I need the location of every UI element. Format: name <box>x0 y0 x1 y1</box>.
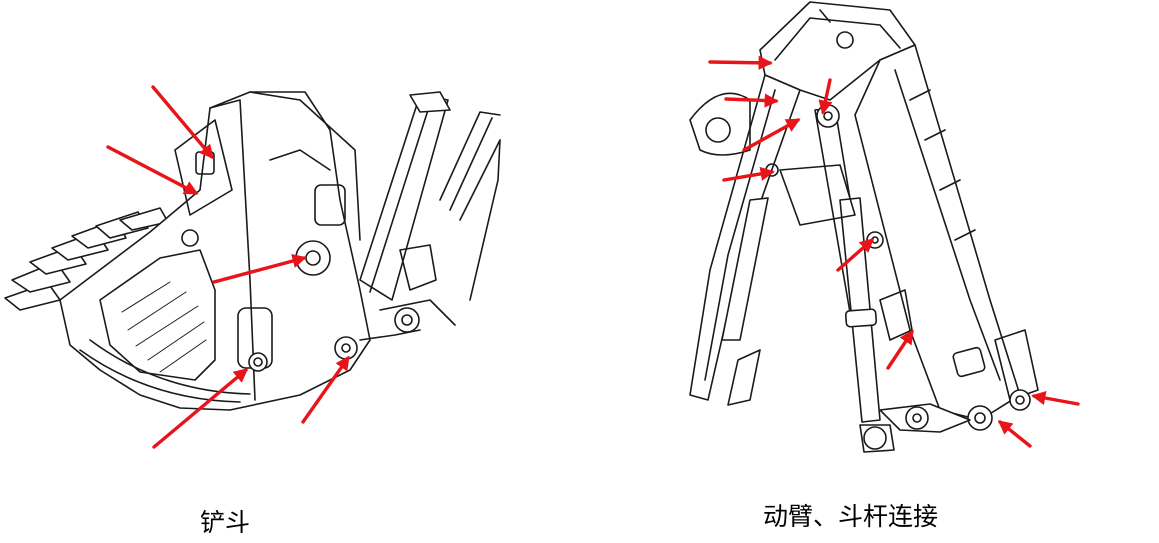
arrow-1 <box>151 85 214 160</box>
arrow-13 <box>997 420 1032 448</box>
arrow-8 <box>818 78 833 115</box>
arrow-2 <box>106 145 199 195</box>
arrow-10 <box>722 166 775 182</box>
stick-arm <box>689 74 801 406</box>
arrow-12 <box>886 329 914 370</box>
arrow-7 <box>724 93 779 108</box>
arrow-3 <box>212 254 307 284</box>
arrow-5 <box>301 355 350 424</box>
arrow-14 <box>1031 391 1080 406</box>
caption-bucket: 铲斗 <box>200 508 251 537</box>
bottom-linkage <box>859 289 971 453</box>
link-cylinder <box>765 104 884 423</box>
bucket-diagram <box>0 0 560 543</box>
boom-arm <box>854 44 1039 431</box>
caption-boom-stick: 动臂、斗杆连接 <box>763 502 939 531</box>
hydraulic-cylinder <box>359 91 501 341</box>
arrow-9 <box>742 118 801 152</box>
arrow-11 <box>836 238 875 272</box>
bucket-teeth <box>4 207 169 311</box>
boom-stick-diagram <box>680 0 1159 543</box>
arrow-4 <box>152 368 249 449</box>
arrow-6 <box>708 55 773 70</box>
